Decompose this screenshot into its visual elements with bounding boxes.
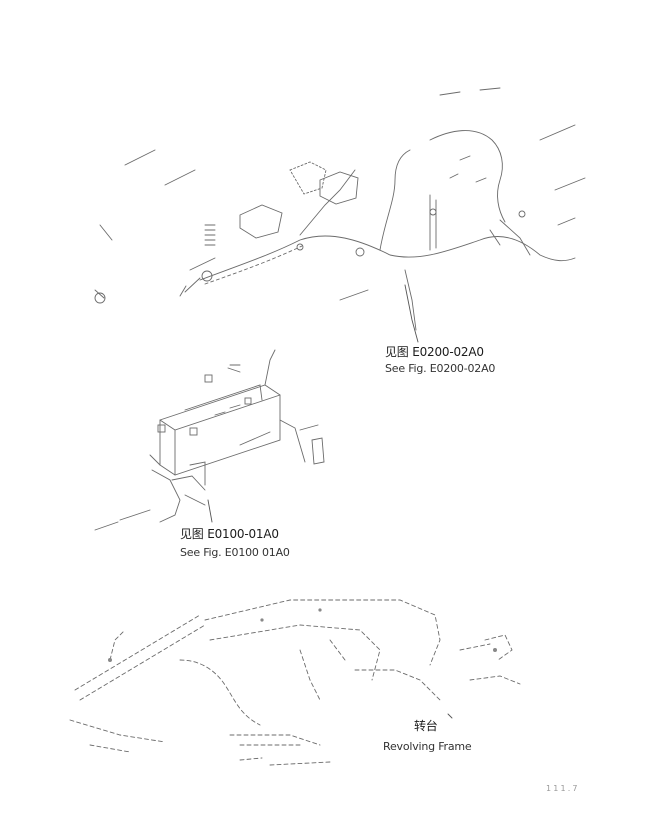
middle-tank-assembly [94,349,325,531]
callout-leaders [207,284,453,719]
page-number: 1 1 1 . 7 [546,784,578,793]
callout-lower-en: Revolving Frame [383,740,472,753]
upper-hose-assembly [94,87,586,331]
lower-frame-assembly [69,599,521,766]
callout-middle-cn: 见图 E0100-01A0 [180,527,279,541]
callout-middle-en: See Fig. E0100 01A0 [180,546,290,559]
callout-upper-cn: 见图 E0200-02A0 [385,345,484,359]
callout-lower-cn: 转台 [414,719,438,733]
callout-upper-en: See Fig. E0200-02A0 [385,362,496,375]
